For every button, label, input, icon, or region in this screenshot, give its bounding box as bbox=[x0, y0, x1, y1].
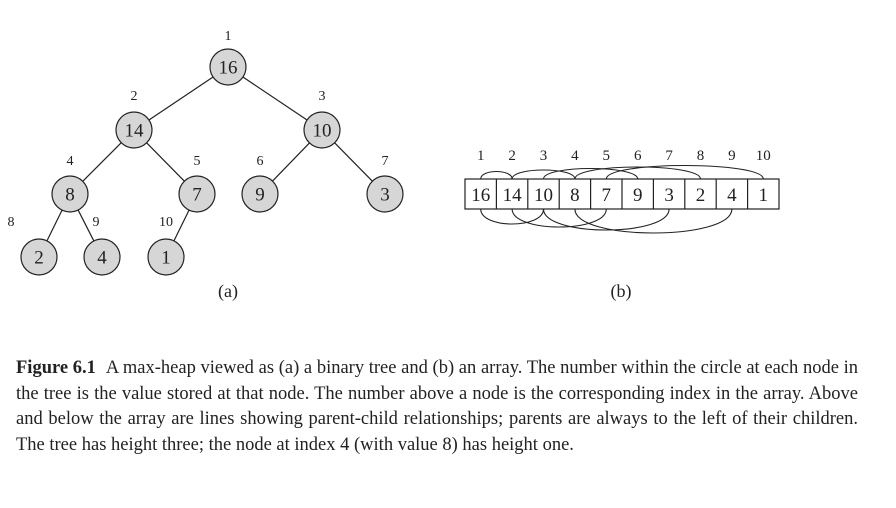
node-index: 5 bbox=[194, 154, 201, 169]
array-arcs bbox=[480, 164, 764, 234]
tree-node: 16 1 bbox=[209, 29, 247, 86]
node-circle bbox=[20, 238, 58, 276]
array-index: 7 bbox=[665, 148, 673, 164]
node-value: 3 bbox=[380, 185, 390, 206]
node-value: 1 bbox=[161, 248, 171, 269]
node-circle bbox=[83, 238, 121, 276]
arc-above-4-8 bbox=[574, 166, 702, 180]
node-circle bbox=[303, 111, 341, 149]
node-value: 2 bbox=[34, 248, 44, 269]
array-index: 6 bbox=[634, 148, 642, 164]
tree-node: 96 bbox=[241, 154, 279, 213]
arc-above-3-6 bbox=[542, 167, 639, 180]
tree-node: 28 bbox=[8, 215, 58, 276]
tree-node: 1 10 bbox=[147, 215, 185, 276]
node-index: 4 bbox=[67, 154, 74, 169]
arc-below-3-7 bbox=[542, 208, 670, 231]
node-circle bbox=[51, 175, 89, 213]
tree-label: (a) bbox=[218, 281, 238, 302]
array-cell-value: 10 bbox=[534, 185, 553, 206]
tree-edge-3-6 bbox=[272, 142, 310, 182]
tree-node: 75 bbox=[178, 154, 216, 213]
array-cell-value: 9 bbox=[633, 185, 643, 206]
array-cell-value: 4 bbox=[727, 185, 737, 206]
tree-edge-1-3 bbox=[242, 76, 308, 121]
array-index: 9 bbox=[728, 148, 736, 164]
array-index: 3 bbox=[540, 148, 548, 164]
node-value: 14 bbox=[125, 121, 145, 142]
node-value: 10 bbox=[313, 121, 332, 142]
array-index: 5 bbox=[603, 148, 611, 164]
tree-node: 84 bbox=[51, 154, 89, 213]
node-value: 9 bbox=[255, 185, 265, 206]
node-index: 6 bbox=[257, 154, 264, 169]
node-index: 1 bbox=[225, 29, 232, 44]
array-index: 4 bbox=[571, 148, 579, 164]
node-value: 4 bbox=[97, 248, 107, 269]
arc-above-1-2 bbox=[480, 170, 513, 180]
node-circle bbox=[209, 48, 247, 86]
node-index: 10 bbox=[159, 215, 173, 230]
node-value: 16 bbox=[219, 58, 238, 79]
caption-text: A max-heap viewed as (a) a binary tree a… bbox=[16, 358, 858, 455]
node-index: 3 bbox=[319, 89, 326, 104]
array-cell-value: 8 bbox=[570, 185, 580, 206]
tree-edge-3-7 bbox=[334, 142, 373, 182]
array-cell-value: 3 bbox=[664, 185, 674, 206]
node-value: 8 bbox=[65, 185, 75, 206]
tree-edges bbox=[46, 76, 373, 242]
tree-edge-4-8 bbox=[46, 209, 63, 242]
tree-edge-5-10 bbox=[173, 209, 190, 242]
tree-node: 10 3 bbox=[303, 89, 341, 149]
tree-node: 49 bbox=[83, 215, 121, 276]
arc-below-1-3 bbox=[480, 208, 545, 225]
node-circle bbox=[366, 175, 404, 213]
array-index: 10 bbox=[756, 148, 771, 164]
array-label: (b) bbox=[611, 281, 632, 302]
node-circle bbox=[178, 175, 216, 213]
array-cell-value: 7 bbox=[602, 185, 612, 206]
arc-below-2-5 bbox=[511, 208, 607, 228]
array-cell-value: 1 bbox=[759, 185, 769, 206]
array-cell-value: 16 bbox=[471, 185, 490, 206]
arc-above-5-10 bbox=[605, 164, 764, 180]
tree-node: 14 2 bbox=[115, 89, 153, 149]
arc-below-4-9 bbox=[574, 208, 733, 234]
tree-edge-2-4 bbox=[82, 142, 122, 182]
node-circle bbox=[147, 238, 185, 276]
tree-node: 37 bbox=[366, 154, 404, 213]
array-cell-value: 2 bbox=[696, 185, 706, 206]
array-index: 1 bbox=[477, 148, 485, 164]
node-index: 8 bbox=[8, 215, 15, 230]
array-index: 2 bbox=[508, 148, 516, 164]
tree-edge-1-2 bbox=[148, 76, 214, 121]
array-cell-value: 14 bbox=[503, 185, 523, 206]
node-index: 7 bbox=[382, 154, 389, 169]
node-circle bbox=[115, 111, 153, 149]
arc-above-2-4 bbox=[511, 169, 576, 180]
node-index: 9 bbox=[93, 215, 100, 230]
node-value: 7 bbox=[192, 185, 202, 206]
tree-edge-4-9 bbox=[77, 209, 95, 242]
node-circle bbox=[241, 175, 279, 213]
tree-edge-2-5 bbox=[146, 142, 185, 182]
node-index: 2 bbox=[131, 89, 138, 104]
array-indices: 1 2 3 4 5 6 7 8 9 10 bbox=[477, 148, 771, 164]
caption-label: Figure 6.1 bbox=[16, 358, 96, 378]
array-index: 8 bbox=[697, 148, 705, 164]
